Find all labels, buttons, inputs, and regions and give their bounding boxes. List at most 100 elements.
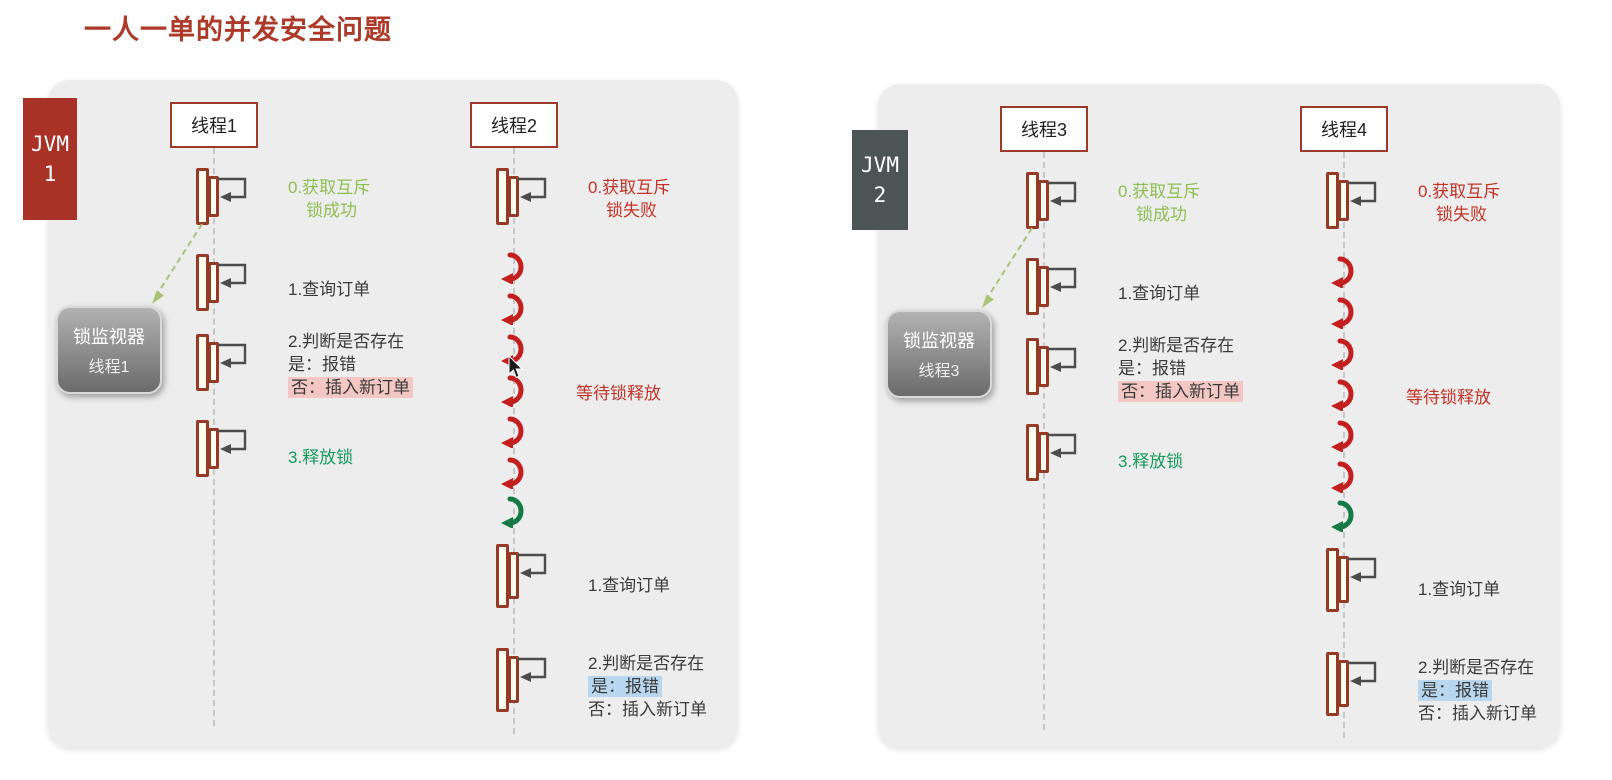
self-call-arrow-icon — [1348, 557, 1377, 582]
activation-bar — [496, 168, 509, 225]
activation-bar — [1326, 172, 1339, 229]
self-call-arrow-icon — [518, 553, 547, 578]
activation-self-call — [1026, 424, 1088, 490]
jvm1-badge-line2: 1 — [43, 162, 57, 186]
self-call-arrow-icon — [218, 343, 247, 368]
step1-note: 1.查询订单 — [288, 280, 371, 299]
retry-spin-icon — [501, 457, 524, 489]
activation-self-call — [496, 168, 558, 234]
step2-note: 2.判断是否存在 是：报错 否：插入新订单 — [288, 330, 413, 399]
jvm1-badge-line1: JVM — [31, 132, 69, 156]
activation-bar — [1026, 338, 1039, 395]
activation-bar — [1326, 548, 1339, 612]
nested-activation-bar — [208, 262, 219, 303]
step3-note: 3.释放锁 — [288, 448, 354, 467]
step1-note: 1.查询订单 — [1118, 284, 1201, 303]
self-call-arrow-icon — [1048, 433, 1077, 458]
page-title: 一人一单的并发安全问题 — [84, 15, 392, 45]
insert-order-highlight: 否：插入新订单 — [1118, 381, 1243, 402]
self-call-arrow-icon — [1048, 181, 1077, 206]
step3-note: 3.释放锁 — [1118, 452, 1184, 471]
nested-activation-bar — [1338, 660, 1349, 707]
step0-fail-note: 0.获取互斥 锁失败 — [1418, 182, 1501, 224]
nested-activation-bar — [1038, 266, 1049, 307]
nested-activation-bar — [1338, 556, 1349, 603]
lock-monitor-title: 锁监视器 — [903, 331, 975, 351]
waiter-step1-note: 1.查询订单 — [588, 576, 671, 595]
retry-spin-icon — [501, 252, 524, 284]
retry-spin-icon — [501, 416, 524, 448]
retry-success-spin-icon — [1331, 500, 1354, 532]
activation-self-call — [196, 420, 258, 486]
nested-activation-bar — [508, 176, 519, 217]
error-highlight: 是：报错 — [588, 676, 662, 697]
nested-activation-bar — [508, 656, 519, 703]
thread2-header: 线程2 — [470, 102, 558, 148]
nested-activation-bar — [1038, 180, 1049, 221]
self-call-arrow-icon — [1048, 347, 1077, 372]
thread3-header: 线程3 — [1000, 106, 1088, 152]
lock-monitor-owner: 线程1 — [88, 359, 130, 376]
activation-bar — [196, 334, 209, 391]
activation-self-call — [1326, 548, 1388, 614]
activation-bar — [1326, 652, 1339, 716]
nested-activation-bar — [208, 342, 219, 383]
self-call-arrow-icon — [1348, 661, 1377, 686]
activation-self-call — [196, 334, 258, 400]
monitor-dashed-arrow — [152, 223, 203, 304]
retry-spin-icon — [1331, 379, 1354, 411]
thread1-header: 线程1 — [170, 102, 258, 148]
thread4-header: 线程4 — [1300, 106, 1388, 152]
jvm2-badge: JVM 2 — [852, 130, 908, 230]
jvm1-badge: JVM 1 — [23, 98, 77, 220]
jvm2-panel: 线程3 线程4 锁监视器 线程3 0.获取互斥 锁成功 1.查询订单 2.判断 — [878, 84, 1560, 748]
insert-order-highlight: 否：插入新订单 — [288, 377, 413, 398]
waiter-step2-note: 2.判断是否存在 是：报错 否：插入新订单 — [1418, 658, 1537, 723]
lock-monitor: 锁监视器 线程3 — [886, 310, 992, 398]
nested-activation-bar — [208, 176, 219, 217]
nested-activation-bar — [1038, 346, 1049, 387]
lock-monitor: 锁监视器 线程1 — [56, 306, 162, 394]
waiter-step1-note: 1.查询订单 — [1418, 580, 1501, 599]
activation-bar — [1026, 258, 1039, 315]
error-highlight: 是：报错 — [1418, 680, 1492, 701]
activation-self-call — [1026, 338, 1088, 404]
step2-note: 2.判断是否存在 是：报错 否：插入新订单 — [1118, 334, 1243, 403]
self-call-arrow-icon — [218, 429, 247, 454]
thread2-name: 线程2 — [490, 116, 537, 136]
activation-self-call — [196, 168, 258, 234]
retry-spin-icon — [1331, 297, 1354, 329]
self-call-arrow-icon — [1048, 267, 1077, 292]
activation-self-call — [1326, 652, 1388, 718]
activation-bar — [196, 420, 209, 477]
activation-bar — [496, 648, 509, 712]
thread4-name: 线程4 — [1320, 120, 1367, 140]
activation-self-call — [496, 544, 558, 610]
self-call-arrow-icon — [218, 177, 247, 202]
nested-activation-bar — [508, 552, 519, 599]
activation-bar — [196, 168, 209, 225]
wait-lock-note: 等待锁释放 — [576, 384, 661, 403]
retry-success-spin-icon — [501, 496, 524, 528]
jvm2-badge-line1: JVM — [861, 153, 899, 177]
activation-bar — [196, 254, 209, 311]
activation-bar — [1026, 172, 1039, 229]
activation-bar — [1026, 424, 1039, 481]
self-call-arrow-icon — [218, 263, 247, 288]
jvm2-badge-line2: 2 — [873, 183, 887, 207]
activation-self-call — [196, 254, 258, 320]
activation-self-call — [496, 648, 558, 714]
activation-self-call — [1026, 172, 1088, 238]
monitor-dashed-arrow — [982, 227, 1033, 308]
mouse-cursor-icon — [508, 356, 524, 379]
self-call-arrow-icon — [1348, 181, 1377, 206]
nested-activation-bar — [208, 428, 219, 469]
retry-spin-icon — [1331, 461, 1354, 493]
lock-monitor-title: 锁监视器 — [73, 327, 145, 347]
thread3-name: 线程3 — [1020, 120, 1067, 140]
retry-spin-icon — [1331, 420, 1354, 452]
lock-monitor-owner: 线程3 — [918, 363, 960, 380]
activation-self-call — [1326, 172, 1388, 238]
jvm1-panel: 线程1 线程2 锁监视器 线程1 0.获取互斥 锁成功 1.查询订单 — [48, 80, 738, 748]
retry-spin-icon — [501, 293, 524, 325]
